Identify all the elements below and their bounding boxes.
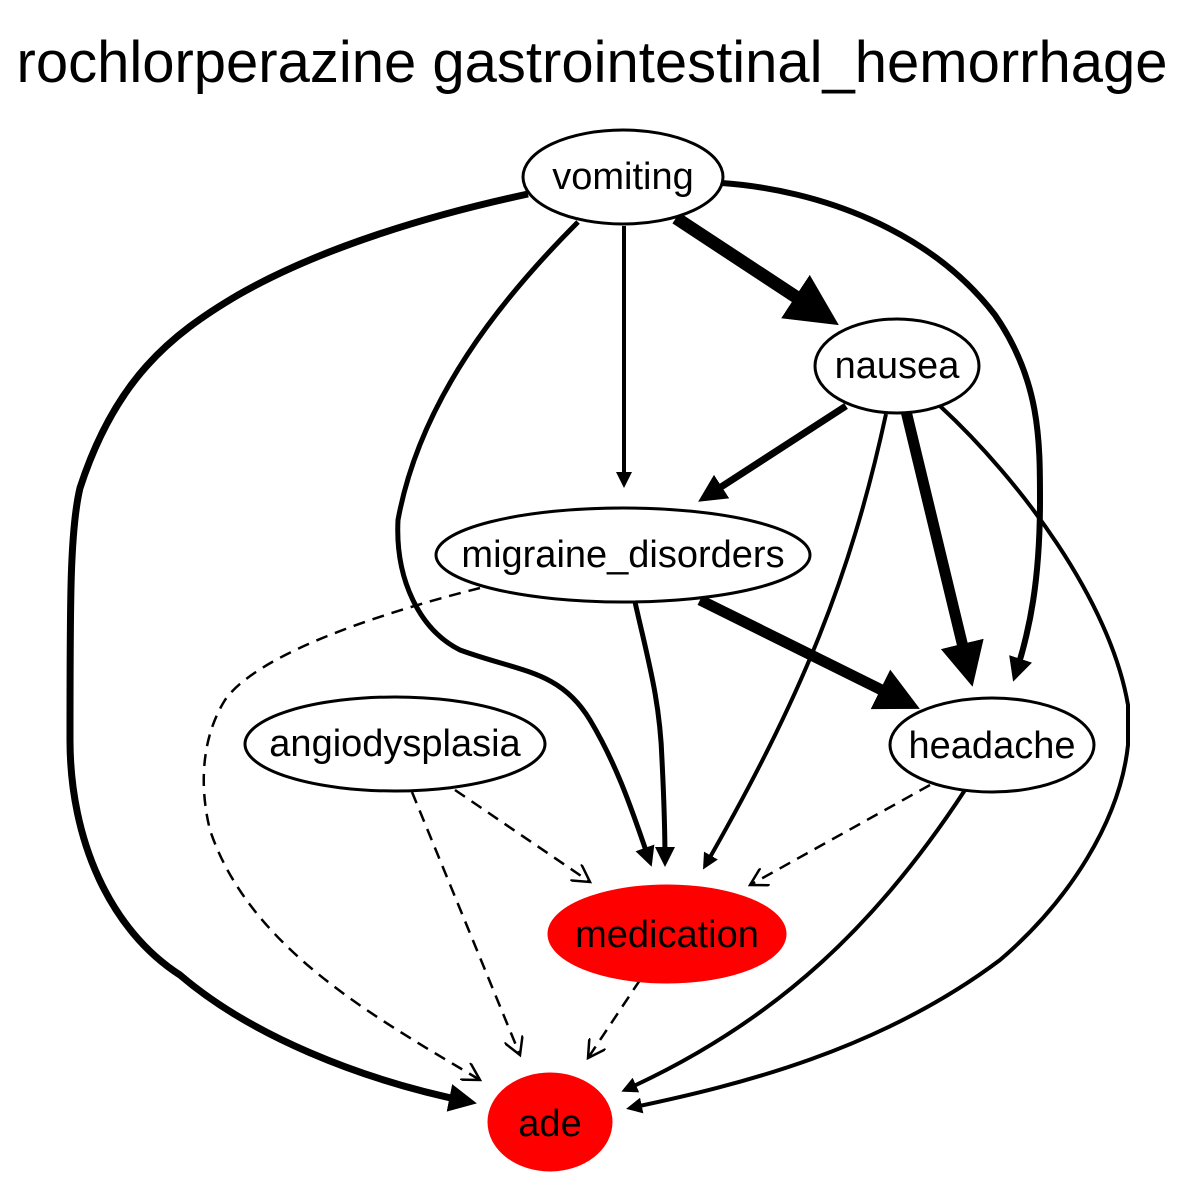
node-label: angiodysplasia [269,723,521,765]
node-label: nausea [835,345,961,387]
node-label: vomiting [552,156,694,198]
node-label: medication [575,914,759,956]
edge-angio-medication [454,788,590,882]
edge-vomiting-ade [66,190,529,1112]
node-ade[interactable]: ade [487,1072,613,1172]
node-vomiting[interactable]: vomiting [521,128,725,226]
node-migraine-disorders[interactable]: migraine_disorders [434,506,812,604]
edge-migraine-ade [202,586,480,1080]
edge-headache-ade [621,788,967,1093]
edge-vomiting-medication [395,220,655,867]
edge-vomiting-nausea [672,212,839,326]
node-headache[interactable]: headache [888,696,1096,794]
node-label: headache [909,725,1076,767]
node-angiodysplasia[interactable]: angiodysplasia [243,695,547,793]
node-nausea[interactable]: nausea [813,317,981,415]
node-label: ade [518,1103,581,1145]
edge-nausea-headache [900,409,984,687]
edge-vomiting-headache [721,180,1044,682]
edges [66,180,1130,1114]
edge-nausea-migraine [698,403,848,502]
edge-angio-ade [410,791,520,1055]
node-medication[interactable]: medication [547,884,787,984]
edge-headache-medication [750,783,931,885]
edge-medication-ade [588,979,642,1058]
edge-nausea-ade [626,404,1130,1114]
node-label: migraine_disorders [461,534,784,576]
diagram-title: rochlorperazine gastrointestinal_hemorrh… [17,30,1168,95]
edge-migraine-headache [697,595,920,710]
edge-migraine-medication [632,601,675,867]
edge-nausea-medication [703,413,888,870]
